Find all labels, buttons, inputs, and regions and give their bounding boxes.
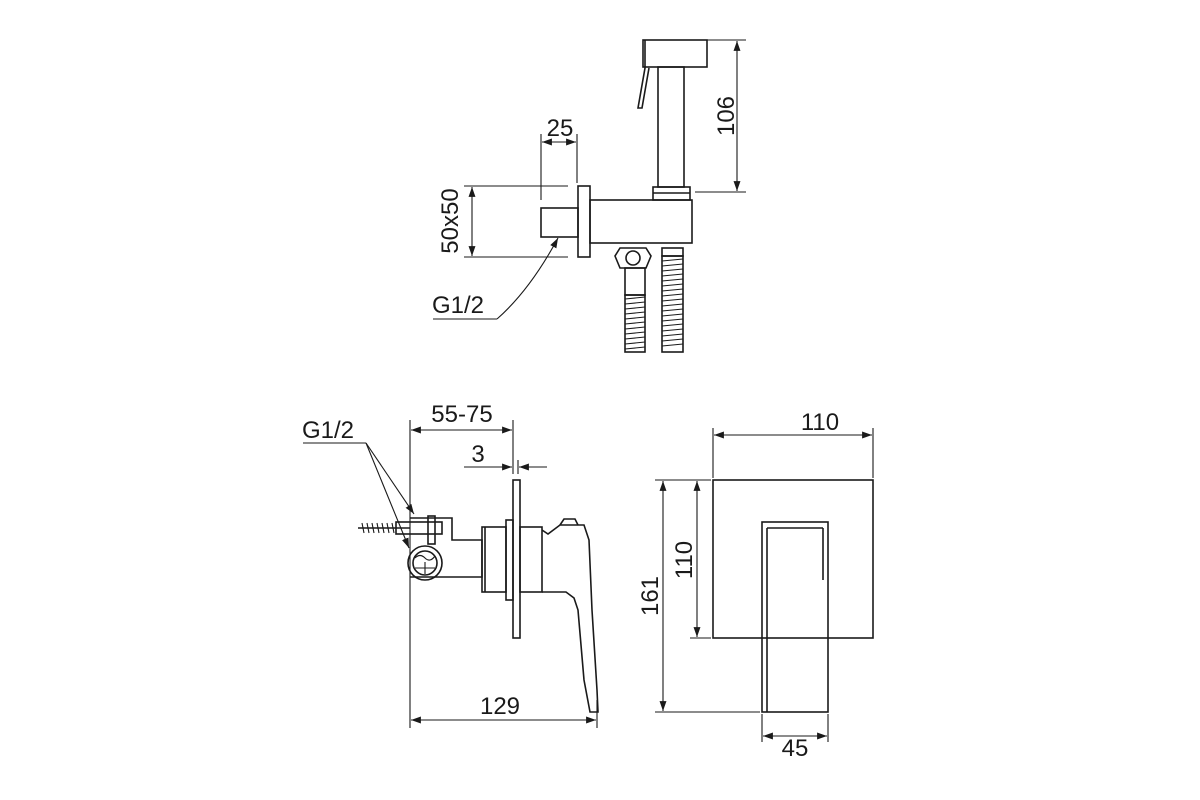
cover-plate [512,479,521,639]
dimension-label: 55-75 [431,401,492,428]
dimension-label: 25 [547,115,574,142]
holder-body [589,199,693,244]
inlet-fitting [407,545,443,581]
dimension-width-110: 110 [712,409,874,478]
mixer-body [410,517,483,578]
dimension-label: 45 [782,735,809,762]
shower-trigger [637,40,650,109]
dimension-height-106: 106 [695,39,746,193]
shower-handle-tube [657,66,685,188]
hose-connector [614,247,652,296]
cover-plate [712,479,874,639]
wall-plate [577,185,591,258]
inlet-square [540,207,579,238]
handle-base [519,526,543,593]
shower-head [642,39,708,68]
dimension-label: 3 [471,441,484,468]
dimension-label: 110 [671,541,698,579]
dimension-plate-thickness-3: 3 [464,441,547,474]
thread-callout: G1/2 [302,417,415,549]
hose-right [661,247,684,353]
dimension-label: 50x50 [437,188,464,253]
dimension-label: 106 [713,96,740,136]
side-view-mixer: G1/2 55-75 3 129 [302,401,599,728]
thread-label: G1/2 [302,417,354,444]
thread-label: G1/2 [432,292,484,319]
lever-handle [541,524,599,713]
dimension-height-161: 161 [637,479,760,713]
dimension-width-25: 25 [540,115,578,200]
top-view-hygienic-shower-holder: 106 25 50x50 G1/2 [432,39,746,353]
hose-left [624,294,646,353]
dimension-plate-50x50: 50x50 [437,185,568,258]
wall-anchor-screw [358,515,443,545]
dimension-label: 129 [480,693,520,720]
dimension-label: 110 [801,409,839,436]
front-view-mixer: 110 161 110 45 [637,409,874,762]
handle [761,521,829,713]
collar [505,519,514,601]
dimension-plate-height-110: 110 [671,481,711,639]
dimension-label: 161 [637,576,664,616]
dimension-length-129: 129 [411,693,598,728]
thread-callout: G1/2 [432,237,559,320]
dimension-depth-55-75: 55-75 [409,401,514,728]
dimension-handle-width-45: 45 [761,714,829,762]
